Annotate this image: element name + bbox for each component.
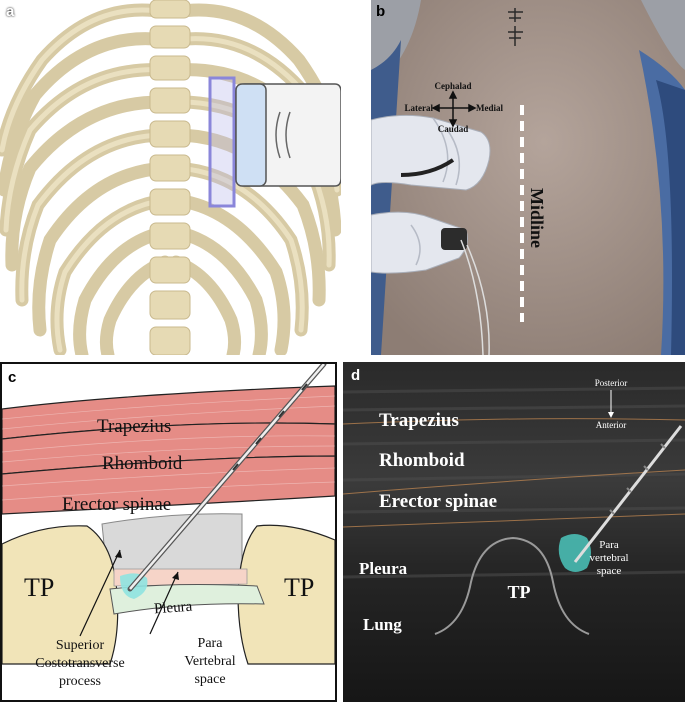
us-label-space: space xyxy=(597,565,622,577)
callout-process: process xyxy=(59,674,101,689)
us-label-lung: Lung xyxy=(363,615,402,634)
label-erector-spinae: Erector spinae xyxy=(62,494,171,515)
panel-label-b: b xyxy=(376,3,386,20)
tp-outline xyxy=(434,536,590,635)
transverse-process-right xyxy=(237,524,335,665)
orientation-posterior: Posterior xyxy=(595,378,628,388)
gloved-hands xyxy=(371,114,491,355)
probe-target-rectangle xyxy=(208,76,236,208)
compass-medial-label: Medial xyxy=(476,103,503,113)
ultrasound-probe xyxy=(235,83,341,187)
callout-costotransverse: Costotransverse xyxy=(35,656,124,671)
callout-para: Para xyxy=(198,636,224,651)
panel-b: Cephalad Caudad Lateral Medial Midline b xyxy=(371,0,685,355)
callout-arrow-right xyxy=(149,571,179,635)
midline-label: Midline xyxy=(527,188,547,248)
panel-label-a: a xyxy=(6,3,15,20)
pleura-band xyxy=(109,584,265,615)
paravertebral-space-highlight xyxy=(558,534,591,572)
transverse-process-left xyxy=(2,525,119,665)
us-label-tp: TP xyxy=(507,582,530,602)
callout-vertebral: Vertebral xyxy=(184,654,235,669)
needle xyxy=(127,364,327,592)
callout-space: space xyxy=(194,672,225,687)
panel-d: Posterior Anterior Trapezius Rhomboid Er… xyxy=(343,362,685,702)
panel-a: a xyxy=(0,0,341,355)
callout-superior: Superior xyxy=(56,638,105,653)
label-rhomboid: Rhomboid xyxy=(102,453,183,474)
label-tp-right: TP xyxy=(284,573,314,602)
us-label-pleura: Pleura xyxy=(359,559,408,578)
anatomy-illustration: Trapezius Rhomboid Erector spinae TP TP … xyxy=(2,364,335,689)
compass-cephalad-label: Cephalad xyxy=(434,81,471,91)
us-label-erector-spinae: Erector spinae xyxy=(379,491,497,512)
us-label-vertebral: vertebral xyxy=(589,552,628,564)
tattoo xyxy=(508,8,523,46)
panel-label-c: c xyxy=(8,369,17,386)
compass-caudad-label: Caudad xyxy=(438,124,469,134)
label-pleura: Pleura xyxy=(153,599,193,618)
us-label-rhomboid: Rhomboid xyxy=(379,450,465,471)
us-label-para: Para xyxy=(599,539,619,551)
ribcage-illustration xyxy=(0,0,341,355)
compass-lateral-label: Lateral xyxy=(405,103,434,113)
ultrasound-image: Posterior Anterior Trapezius Rhomboid Er… xyxy=(343,362,685,702)
panel-c: Trapezius Rhomboid Erector spinae TP TP … xyxy=(0,362,337,702)
orientation-compass xyxy=(431,90,477,128)
callout-arrow-left xyxy=(79,549,121,637)
label-trapezius: Trapezius xyxy=(97,416,171,437)
panel-label-d: d xyxy=(351,367,361,384)
patient-back-photo: Cephalad Caudad Lateral Medial Midline xyxy=(371,0,685,355)
orientation-anterior: Anterior xyxy=(596,420,627,430)
label-tp-left: TP xyxy=(24,573,54,602)
needle-ultrasound xyxy=(573,425,683,563)
us-label-trapezius: Trapezius xyxy=(379,410,459,431)
